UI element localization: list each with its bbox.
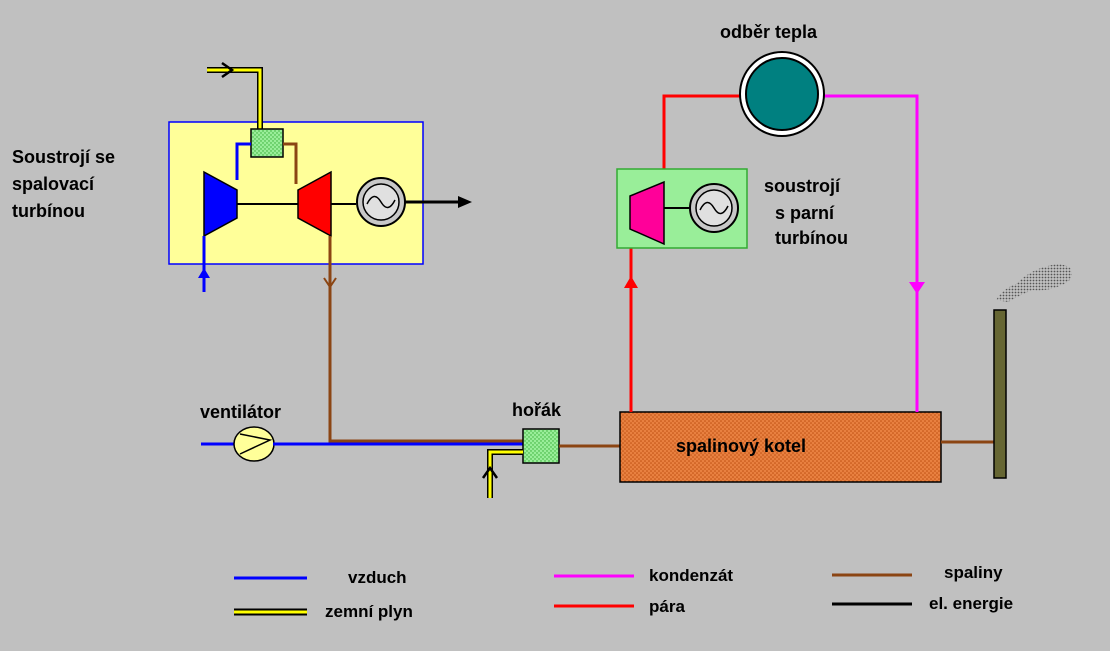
exhaust-gas-pipe [323, 236, 523, 443]
gas-turbine-set [168, 61, 472, 292]
svg-text:el. energie: el. energie [929, 594, 1013, 613]
hot-gas-pipe [283, 142, 298, 184]
legend-item-condensate: kondenzát [554, 566, 733, 585]
legend-item-air: vzduch [234, 568, 407, 587]
heat-consumer-label: odběr tepla [720, 22, 818, 42]
steam-turbine-set-label: soustrojí s parní turbínou [764, 176, 848, 248]
chimney-stack [993, 309, 1007, 479]
steam-turbine [629, 180, 665, 246]
legend-item-flue-gas: spaliny [832, 563, 1003, 582]
condensate-pipe [822, 94, 925, 412]
burner-label: hořák [512, 400, 562, 420]
svg-text:spaliny: spaliny [944, 563, 1003, 582]
svg-text:kondenzát: kondenzát [649, 566, 733, 585]
svg-text:vzduch: vzduch [348, 568, 407, 587]
compressed-air-pipe [235, 142, 251, 180]
svg-text:zemní plyn: zemní plyn [325, 602, 413, 621]
steam-pipe [624, 94, 742, 412]
gas-turbine-generator [356, 177, 406, 227]
legend-item-electric-energy: el. energie [832, 594, 1013, 613]
boiler-label: spalinový kotel [676, 436, 806, 456]
heat-consumer [739, 51, 825, 137]
steam-turbine-set [616, 168, 748, 249]
gas-turbine-set-label: Soustrojí se spalovací turbínou [12, 147, 120, 221]
svg-text:pára: pára [649, 597, 685, 616]
legend-item-natural-gas: zemní plyn [234, 602, 413, 621]
combustion-chamber [250, 128, 284, 158]
fan-label: ventilátor [200, 402, 281, 422]
burner [481, 428, 560, 498]
legend: vzduch zemní plyn kondenzát pára spaliny… [234, 563, 1013, 621]
air-inlet-arrow [198, 236, 210, 292]
steam-turbine-generator [689, 183, 739, 233]
electric-output-arrow [405, 196, 472, 208]
legend-item-steam: pára [554, 597, 685, 616]
compressor [203, 170, 238, 238]
fan [201, 426, 523, 462]
gas-supply-pipe-top [207, 61, 263, 130]
smoke-plume [996, 264, 1072, 302]
heat-recovery-boiler [619, 411, 942, 483]
